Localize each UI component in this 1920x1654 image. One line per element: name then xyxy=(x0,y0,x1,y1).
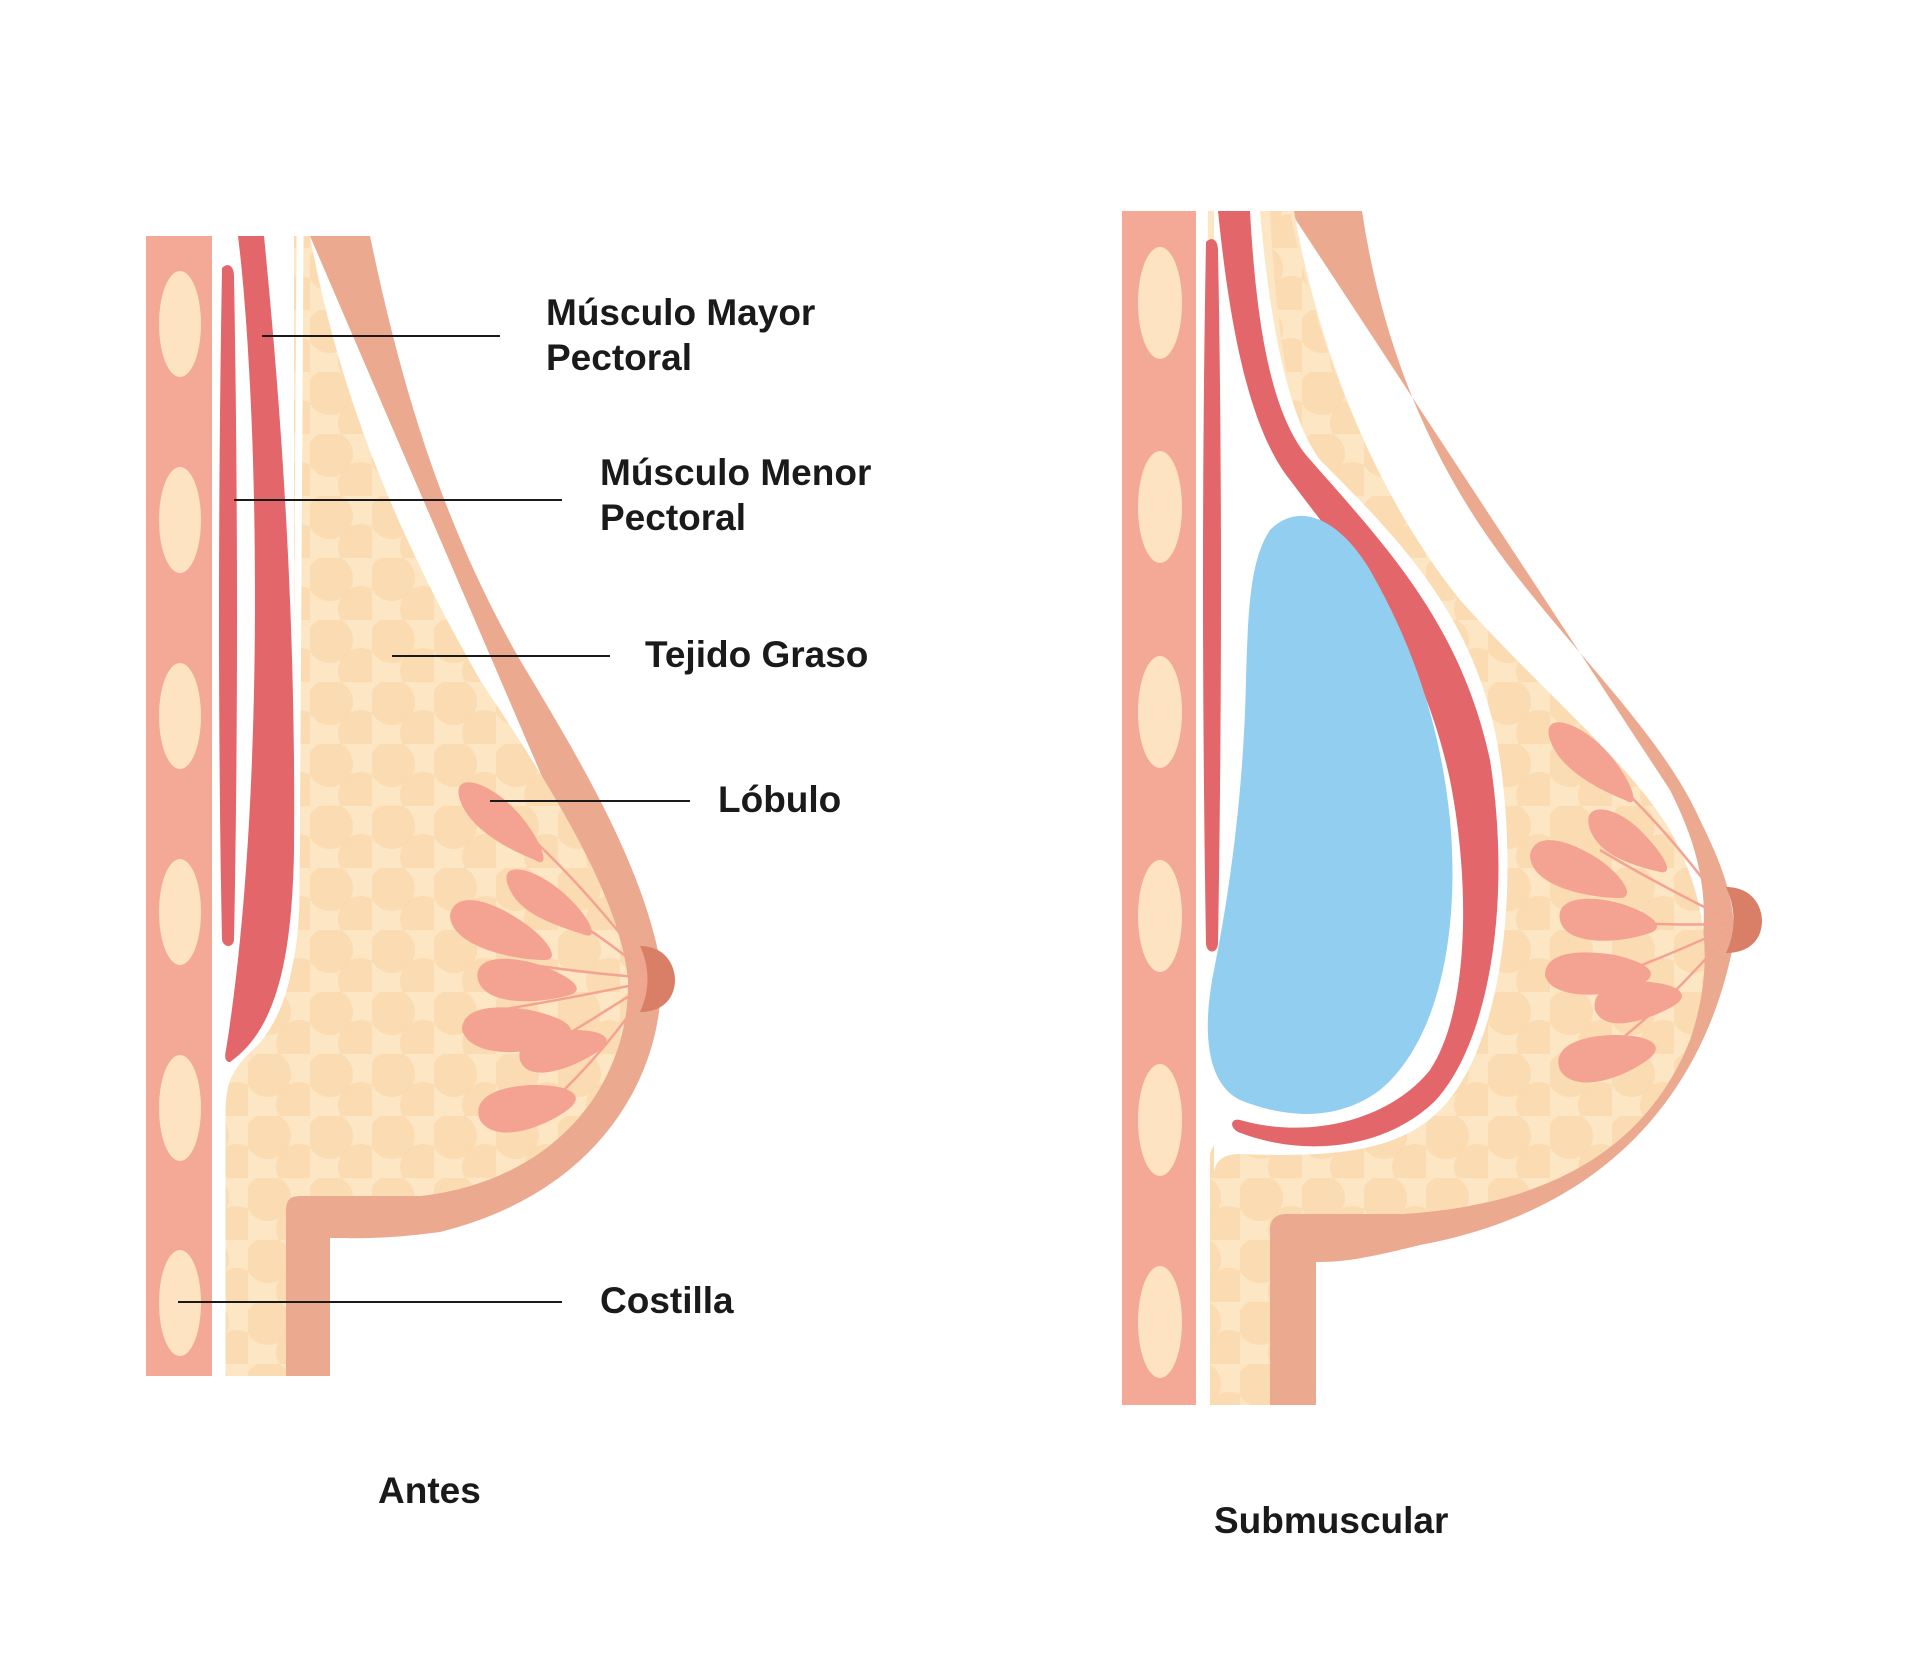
label-pectoralis-minor-line1: Músculo Menor xyxy=(600,452,872,493)
rib-bones-after xyxy=(1138,247,1182,1378)
rib-wall-after xyxy=(1122,211,1196,1405)
label-pectoralis-minor-line2: Pectoral xyxy=(600,497,747,538)
nipple-after xyxy=(1726,887,1762,953)
lobules-before xyxy=(450,782,650,1133)
pectoralis-minor-after xyxy=(1203,239,1221,952)
caption-after: Submuscular xyxy=(1214,1500,1449,1541)
label-pectoralis-major-line2: Pectoral xyxy=(546,337,693,378)
caption-before: Antes xyxy=(378,1470,481,1511)
implant-after xyxy=(1207,515,1453,1114)
pectoralis-major-after xyxy=(1218,211,1499,1147)
before-diagram xyxy=(146,235,690,1376)
label-pectoralis-major-line1: Músculo Mayor xyxy=(546,292,816,333)
after-diagram xyxy=(1122,211,1762,1405)
label-pectoralis-major: Músculo Mayor Pectoral xyxy=(546,290,815,380)
label-rib: Costilla xyxy=(600,1280,734,1321)
lobules-after xyxy=(1530,722,1732,1083)
nipple-before xyxy=(640,946,675,1012)
label-pectoralis-minor: Músculo Menor Pectoral xyxy=(600,450,871,540)
rib-wall-before xyxy=(146,236,212,1376)
leader-lines xyxy=(178,335,690,1303)
pectoralis-minor-before xyxy=(219,265,237,946)
label-lobule: Lóbulo xyxy=(718,779,842,820)
skin-before xyxy=(286,236,662,1376)
label-fatty-tissue: Tejido Graso xyxy=(645,634,869,675)
pectoralis-major-before xyxy=(225,236,295,1062)
